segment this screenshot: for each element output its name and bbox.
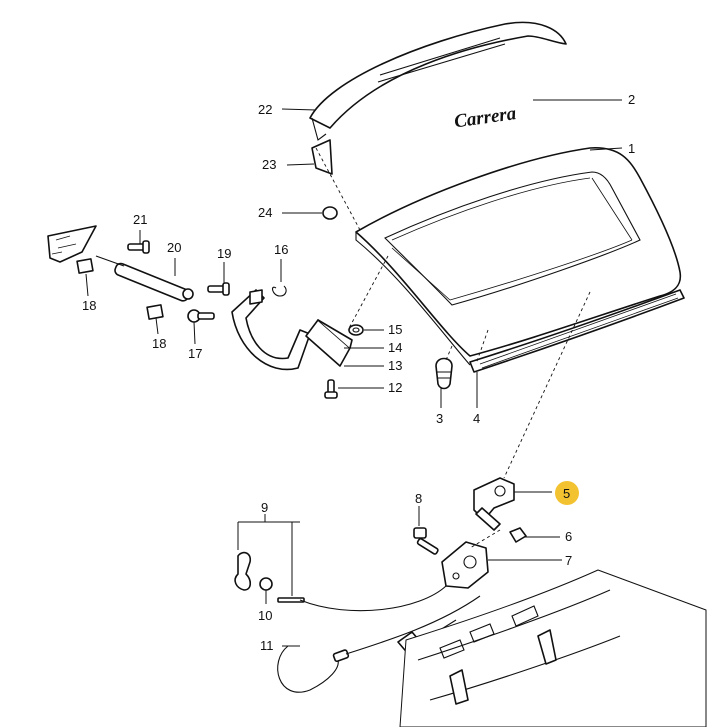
callout-23[interactable]: 23 — [262, 157, 276, 172]
assembly-line — [347, 255, 389, 331]
callout-20[interactable]: 20 — [167, 240, 181, 255]
buffer-3[interactable] — [435, 357, 453, 390]
ball-stud-17[interactable] — [187, 309, 215, 323]
carrera-logo: Carrera — [453, 103, 518, 133]
mounting-bracket[interactable] — [47, 225, 97, 263]
assembly-line — [445, 345, 453, 361]
washer-15[interactable] — [348, 324, 364, 336]
callout-9[interactable]: 9 — [261, 500, 268, 515]
striker[interactable] — [473, 477, 515, 531]
callout-7[interactable]: 7 — [565, 553, 572, 568]
nut-6[interactable] — [509, 527, 527, 543]
nut-10[interactable] — [259, 577, 273, 591]
callout-1[interactable]: 1 — [628, 141, 635, 156]
callout-5[interactable]: 5 — [563, 486, 570, 501]
hinge-arm[interactable] — [231, 289, 311, 371]
grommet-24[interactable] — [322, 206, 338, 220]
callout-15[interactable]: 15 — [388, 322, 402, 337]
strut-clip-upper[interactable] — [76, 258, 94, 274]
callout-14[interactable]: 14 — [388, 340, 402, 355]
bolt-21[interactable] — [127, 240, 150, 254]
callout-8[interactable]: 8 — [415, 491, 422, 506]
callout-21[interactable]: 21 — [133, 212, 147, 227]
highlight-marker — [555, 481, 579, 505]
bolt-19[interactable] — [207, 282, 230, 296]
callout-10[interactable]: 10 — [258, 608, 272, 623]
callout-22[interactable]: 22 — [258, 102, 272, 117]
bracket-23[interactable] — [311, 139, 333, 175]
body-crossmember[interactable] — [399, 569, 707, 727]
callout-17[interactable]: 17 — [188, 346, 202, 361]
callout-19[interactable]: 19 — [217, 246, 231, 261]
callout-18-lower[interactable]: 18 — [152, 336, 166, 351]
assembly-line — [475, 329, 489, 365]
callout-12[interactable]: 12 — [388, 380, 402, 395]
engine-grille[interactable] — [469, 289, 685, 373]
cable-11[interactable] — [277, 595, 481, 693]
strut-clip-lower[interactable] — [146, 304, 164, 320]
screw-12[interactable] — [324, 379, 338, 399]
callout-2[interactable]: 2 — [628, 92, 635, 107]
callout-11[interactable]: 11 — [260, 638, 274, 653]
screw-8[interactable] — [413, 527, 439, 555]
engine-lid[interactable] — [355, 147, 682, 366]
callout-18-upper[interactable]: 18 — [82, 298, 96, 313]
assembly-line — [503, 291, 591, 479]
callout-24[interactable]: 24 — [258, 205, 272, 220]
release-handle[interactable] — [234, 551, 252, 591]
gas-strut[interactable] — [95, 255, 194, 302]
leader-lines — [85, 99, 623, 647]
clip-16[interactable] — [271, 285, 287, 297]
callout-4[interactable]: 4 — [473, 411, 480, 426]
hinge-plate[interactable] — [305, 319, 353, 367]
cable-end[interactable] — [277, 597, 305, 603]
callout-13[interactable]: 13 — [388, 358, 402, 373]
latch[interactable] — [441, 541, 489, 589]
release-cable[interactable] — [299, 585, 447, 612]
rear-spoiler[interactable] — [309, 21, 567, 141]
callout-3[interactable]: 3 — [436, 411, 443, 426]
callout-16[interactable]: 16 — [274, 242, 288, 257]
callout-6[interactable]: 6 — [565, 529, 572, 544]
assembly-line — [315, 147, 361, 231]
